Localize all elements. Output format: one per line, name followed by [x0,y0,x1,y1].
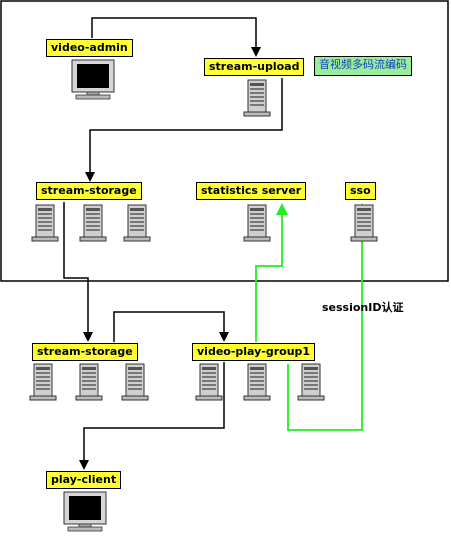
playgroup-server-1-icon [195,363,223,401]
node-stream-upload: stream-upload [204,58,305,76]
storage-top-server-3-icon [123,204,151,242]
admin-monitor-icon [71,59,115,100]
edge-playgroup-to-statistics [255,203,288,342]
node-video-admin: video-admin [46,39,133,57]
upload-server-icon [243,79,271,117]
edge-storage-to-storage [63,202,93,342]
node-sso: sso [345,182,376,200]
playgroup-server-3-icon [297,363,325,401]
storage-top-server-1-icon [31,204,59,242]
storage-bottom-server-1-icon [29,363,57,401]
node-stream-storage-top: stream-storage [36,182,142,200]
encoding-note: 音视频多码流编码 [314,56,412,76]
node-video-play-group: video-play-group1 [192,343,316,361]
network-boundary [0,0,449,282]
node-statistics-server: statistics server [196,182,307,200]
sso-server-icon [350,204,378,242]
edge-playgroup-to-sso [287,203,368,431]
edge-storage-to-playgroup [113,311,229,342]
storage-bottom-server-3-icon [121,363,149,401]
statistics-server-icon [243,204,271,242]
node-stream-storage-bottom: stream-storage [32,343,138,361]
edge-admin-to-upload [91,17,261,57]
client-monitor-icon [63,491,107,532]
node-play-client: play-client [46,471,122,489]
edge-upload-to-storage [85,78,283,182]
playgroup-server-2-icon [243,363,271,401]
storage-top-server-2-icon [79,204,107,242]
storage-bottom-server-2-icon [75,363,103,401]
edge-label-session-auth: sessionID认证 [322,301,404,314]
edge-playgroup-to-client [79,362,225,470]
